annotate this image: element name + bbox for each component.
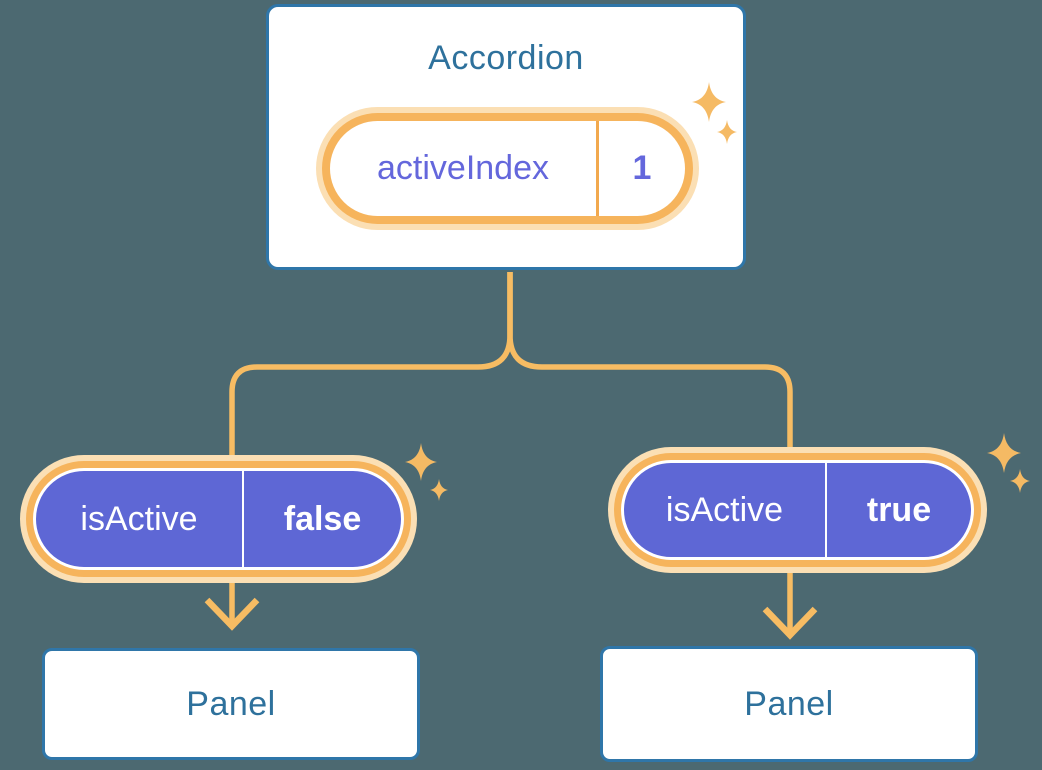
prop-name-label: isActive xyxy=(80,499,198,538)
state-pill: activeIndex 1 xyxy=(316,107,699,230)
connector-branch-left xyxy=(229,272,513,624)
prop-value-label: true xyxy=(866,490,932,529)
panel-card-right: Panel xyxy=(600,646,978,762)
component-title: Accordion xyxy=(428,39,584,77)
prop-name-label: isActive xyxy=(665,490,784,529)
state-name-label: activeIndex xyxy=(377,149,549,187)
panel-card-left: Panel xyxy=(42,648,420,760)
state-pill-divider xyxy=(596,121,599,216)
prop-pill-ring: isActive true xyxy=(614,453,981,567)
accordion-component-card: Accordion activeIndex 1 xyxy=(266,4,746,270)
prop-pill-divider xyxy=(825,463,827,557)
prop-pill-divider xyxy=(242,471,244,567)
state-value-label: 1 xyxy=(632,149,652,187)
arrowhead-right-icon xyxy=(762,606,818,640)
connector-branch-right xyxy=(507,272,793,633)
prop-value-label: false xyxy=(283,499,362,538)
prop-pill-ring: isActive false xyxy=(26,461,411,577)
arrowhead-left-icon xyxy=(204,597,260,631)
prop-pill-left: isActive false xyxy=(20,455,417,583)
state-pill-ring: activeIndex 1 xyxy=(322,113,693,224)
prop-pill-right: isActive true xyxy=(608,447,987,573)
